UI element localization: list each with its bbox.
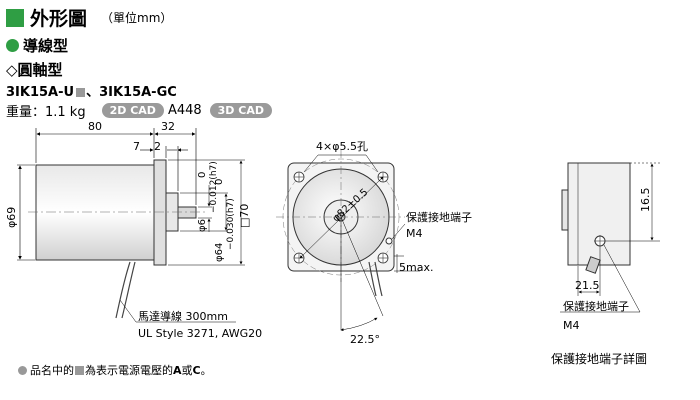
lead-wire-label: 馬達導線 300mm xyxy=(138,309,228,323)
front-ground-label: 保護接地端子 xyxy=(406,210,472,224)
detail-caption: 保護接地端子詳圖 xyxy=(551,352,648,366)
footnote-dot-icon xyxy=(18,365,27,375)
dim-shaft-tol: −0.012(h7) xyxy=(209,161,219,213)
green-dot-icon xyxy=(6,39,19,52)
title-square-icon xyxy=(6,8,24,27)
model-separator: 、 xyxy=(86,85,100,100)
dim-shaft-tol-top: 0 xyxy=(197,172,208,178)
cad-3d-button[interactable]: 3D CAD xyxy=(209,103,272,118)
model-line: 3IK15A-U 、3IK15A-GC xyxy=(6,81,177,100)
dim-phi69: φ69 xyxy=(5,207,18,228)
subtitle-lead-text: 導線型 xyxy=(23,37,69,55)
side-view: 80 32 7 2 φ69 0 φ6 −0.012(h7) 0 φ64 −0.0… xyxy=(5,120,262,340)
dim-16-5: 16.5 xyxy=(639,188,652,213)
detail-view: 16.5 21.5 保護接地端子 M4 xyxy=(560,162,660,332)
front-ground-screw: M4 xyxy=(406,227,423,240)
subtitle-lead-type: 導線型 xyxy=(6,35,68,56)
weight-line: 重量：1.1 kg 2D CAD A448 3D CAD xyxy=(6,101,276,120)
footnote-prefix: 品名中的 xyxy=(30,364,74,377)
title-text: 外形圖 xyxy=(30,8,88,30)
dim-pilot-tol-top: 0 xyxy=(214,179,225,185)
dim-square70: □70 xyxy=(238,204,251,228)
holes-label: 4×φ5.5孔 xyxy=(316,140,368,153)
footnote-or: 或 xyxy=(181,364,193,377)
max-dim-label: 5max. xyxy=(399,261,433,274)
detail-ground-screw: M4 xyxy=(563,319,580,332)
front-view: 4×φ5.5孔 φ82±0.5 保護接地端子 M4 5max. 22.5° xyxy=(276,140,472,346)
motor-shaft xyxy=(177,206,197,219)
detail-ground-label: 保護接地端子 xyxy=(563,299,629,313)
dim-32: 32 xyxy=(161,120,175,133)
angle-label: 22.5° xyxy=(350,333,380,346)
footnote-suffix: 為表示電源電壓的 xyxy=(85,364,173,377)
motor-body xyxy=(35,164,155,261)
footnote: 品名中的 為表示電源電壓的 A 或 C 。 xyxy=(18,362,212,378)
dim-shaft-dia: φ6 xyxy=(197,219,208,232)
dim-pilot-dia: φ64 xyxy=(214,243,225,262)
motor-flange xyxy=(153,159,167,266)
model-name-b: 3IK15A-GC xyxy=(99,85,177,100)
voltage-placeholder-icon xyxy=(75,365,84,375)
dim-7: 7 xyxy=(133,140,140,153)
cad-2d-button[interactable]: 2D CAD xyxy=(101,103,164,118)
dim-80: 80 xyxy=(88,120,102,133)
unit-label: （單位mm） xyxy=(101,11,173,25)
voltage-placeholder-icon xyxy=(76,88,86,97)
footnote-letter-a: A xyxy=(173,363,182,377)
footnote-letter-c: C xyxy=(192,363,201,377)
weight-label: 重量：1.1 kg xyxy=(6,105,86,120)
page-title: 外形圖 （單位mm） xyxy=(6,4,172,31)
dim-pilot-tol: −0.030(h7) xyxy=(226,198,236,250)
dim-21-5: 21.5 xyxy=(575,279,600,292)
model-name-a: 3IK15A-U xyxy=(6,85,75,100)
lead-wire-spec: UL Style 3271, AWG20 xyxy=(138,327,262,340)
dim-2: 2 xyxy=(154,140,161,153)
cad-2d-code: A448 xyxy=(167,103,202,118)
footnote-end: 。 xyxy=(200,364,212,377)
subtitle-shaft-type: ◇圓軸型 xyxy=(6,61,63,79)
